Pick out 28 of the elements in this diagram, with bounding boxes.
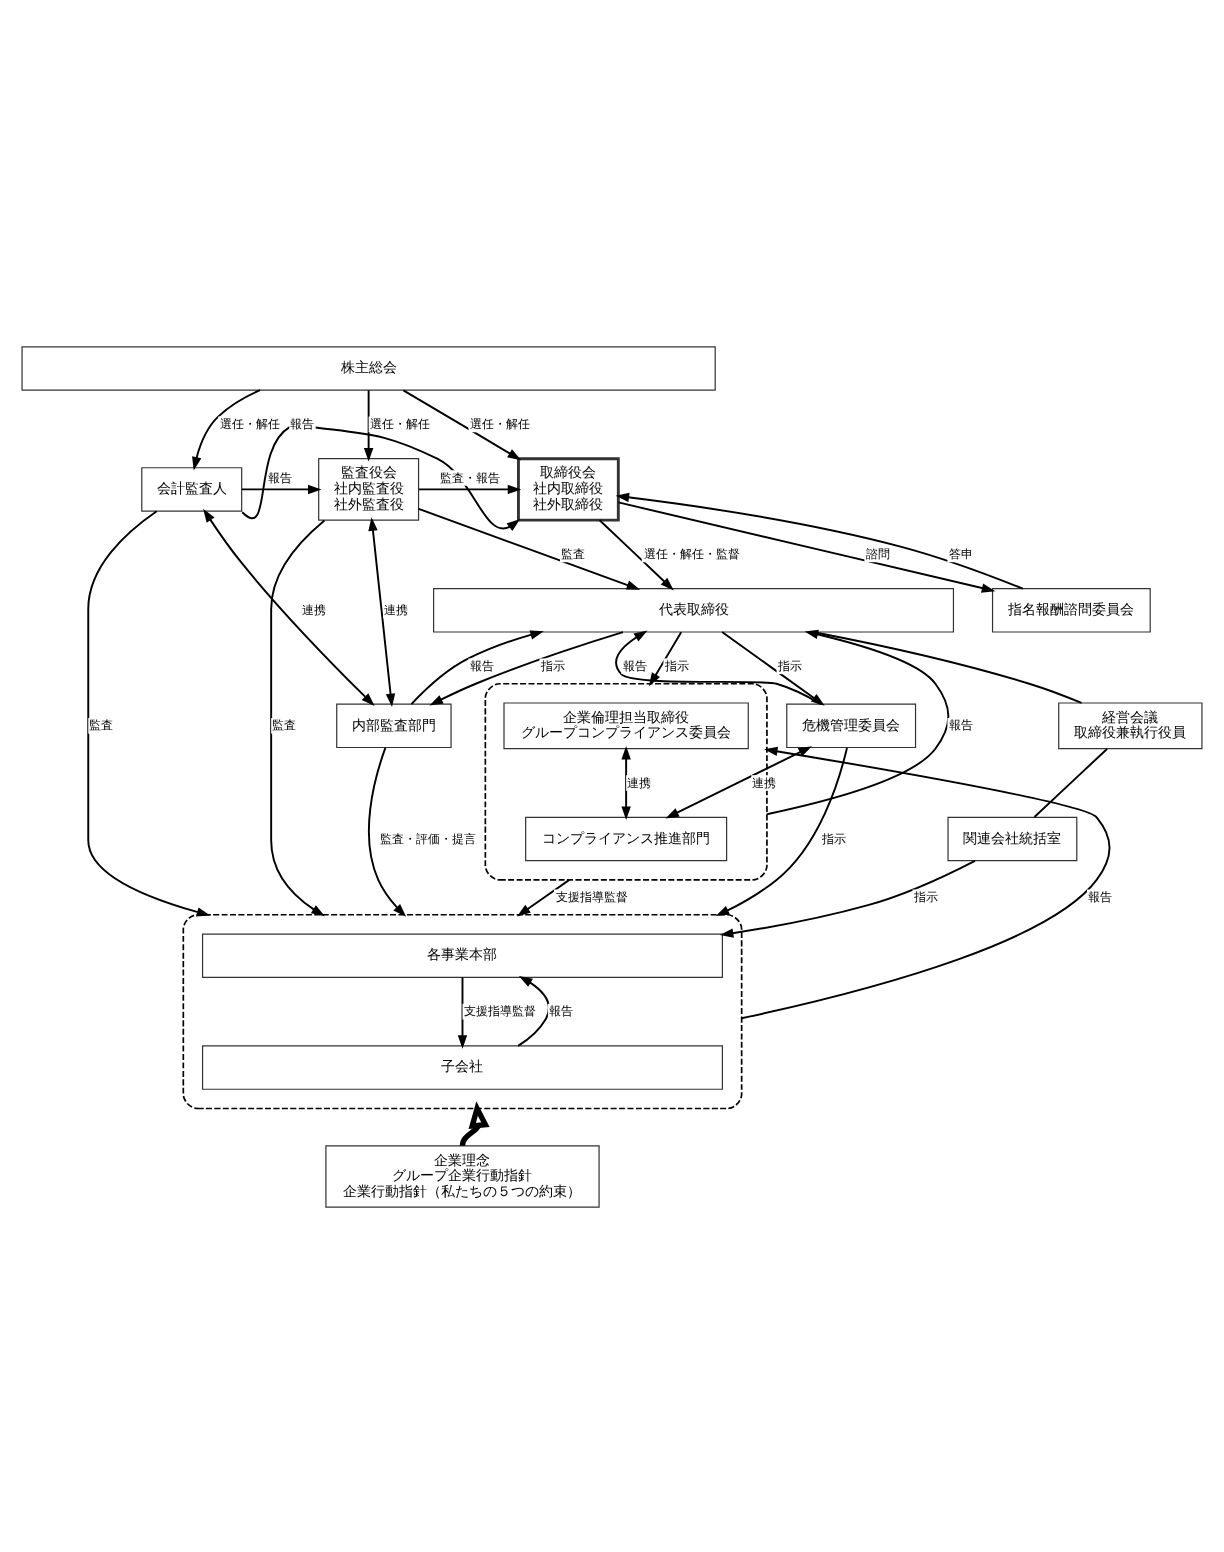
arrow (649, 630, 683, 686)
arrow (363, 388, 374, 461)
arrow (765, 628, 950, 815)
arrow (719, 858, 976, 937)
arrow (621, 745, 631, 819)
arrow (516, 877, 571, 916)
cluster (182, 912, 743, 1109)
arrow (203, 507, 375, 706)
cluster (484, 681, 768, 880)
arrow (459, 1100, 490, 1146)
arrow (615, 629, 822, 705)
arrow (617, 500, 996, 592)
arrow (598, 518, 674, 590)
arrow (665, 745, 812, 818)
arrow (241, 422, 521, 530)
arrow (367, 745, 407, 916)
arrow (517, 974, 550, 1046)
arrow (241, 483, 322, 494)
arrow (368, 516, 396, 707)
arrow (402, 388, 522, 460)
connector (1033, 746, 1108, 818)
arrow (410, 629, 544, 705)
arrow (417, 506, 641, 589)
arrow (740, 745, 1111, 1019)
arrow (192, 388, 261, 470)
arrow (429, 630, 624, 705)
arrow (418, 483, 522, 494)
arrow (615, 491, 1024, 589)
